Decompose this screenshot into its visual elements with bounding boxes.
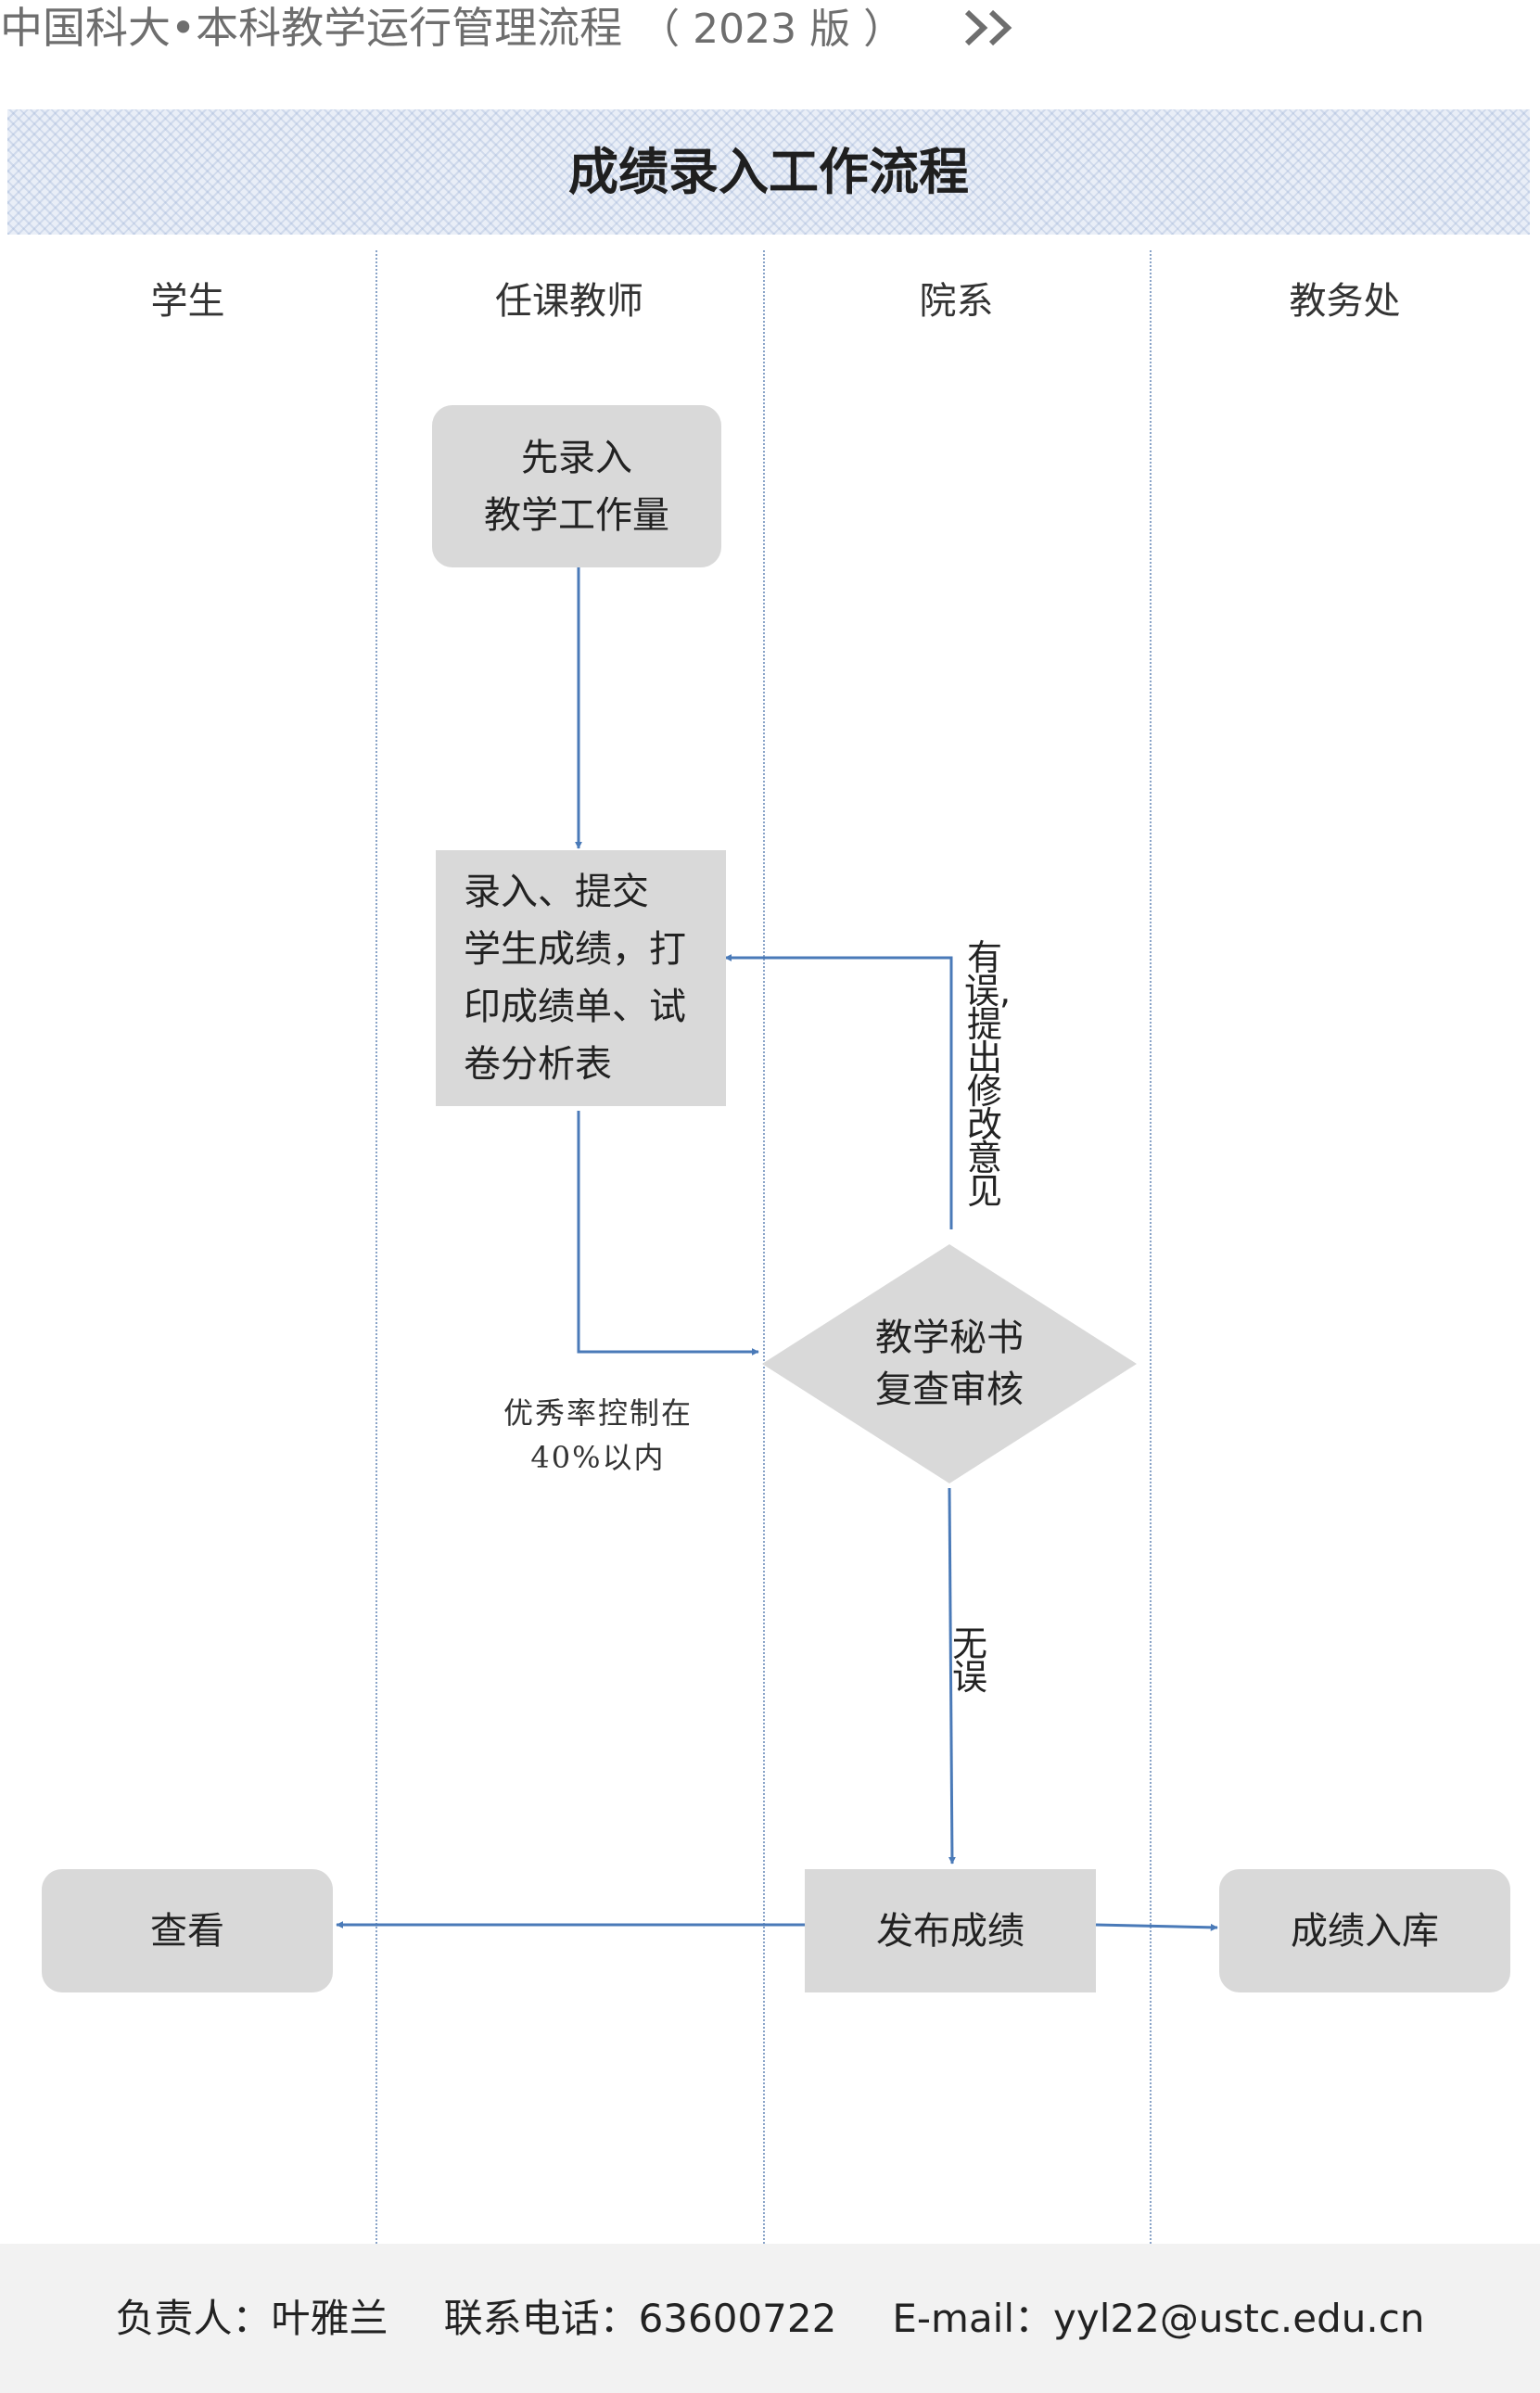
node-view-grades-label: 查看 [150,1909,224,1953]
arrow-grades-to-review [577,1111,759,1356]
flowchart-title-banner: 成绩录入工作流程 [7,109,1530,235]
flowchart-title: 成绩录入工作流程 [568,143,969,201]
node-publish-grades-label: 发布成绩 [876,1909,1025,1953]
node-enter-grades-label: 录入、提交 学生成绩，打 印成绩单、试 卷分析表 [464,871,686,1086]
edition-label: （ 2023 版 ） [639,6,905,53]
footer-email: E-mail：yyl22@ustc.edu.cn [892,2296,1425,2341]
lane-header-academic-affairs: 教务处 [1289,280,1401,323]
double-chevron-right-icon [960,5,1025,64]
edge-label-no-error: 无误 [951,1623,987,1698]
document-header: 中国科大•本科教学运行管理流程 （ 2023 版 ） [0,0,1113,56]
node-publish-grades: 发布成绩 [805,1869,1096,1992]
note-line-1: 优秀率控制在 [503,1395,693,1431]
node-archive-grades-label: 成绩入库 [1291,1909,1439,1953]
excellence-rate-note: 优秀率控制在 40%以内 [482,1391,714,1480]
lane-header-student: 学生 [150,280,225,323]
footer-phone: 联系电话：63600722 [443,2296,837,2341]
decision-secretary-review-label: 教学秘书 复查审核 [875,1317,1024,1411]
node-enter-grades: 录入、提交 学生成绩，打 印成绩单、试 卷分析表 [436,850,726,1106]
arrow-review-to-publish [948,1487,956,1865]
lane-divider [763,250,765,2244]
lane-header-teacher: 任课教师 [495,280,643,323]
node-enter-workload: 先录入 教学工作量 [432,405,721,567]
edge-label-error-feedback: 有误,提出修改意见 [964,937,1012,1212]
lane-divider [1150,250,1152,2244]
document-title: 中国科大•本科教学运行管理流程 [0,3,623,53]
node-enter-workload-label: 先录入 教学工作量 [484,436,669,537]
note-line-2: 40%以内 [530,1440,666,1475]
arrow-review-back-to-grades [724,954,953,1229]
lane-divider [375,250,377,2244]
node-archive-grades: 成绩入库 [1219,1869,1510,1992]
lane-header-department: 院系 [919,280,994,323]
node-view-grades: 查看 [42,1869,333,1992]
footer-owner: 负责人：叶雅兰 [115,2296,388,2341]
arrow-publish-to-archive [1095,1923,1218,1931]
contact-footer: 负责人：叶雅兰 联系电话：63600722 E-mail：yyl22@ustc.ed… [0,2244,1540,2393]
